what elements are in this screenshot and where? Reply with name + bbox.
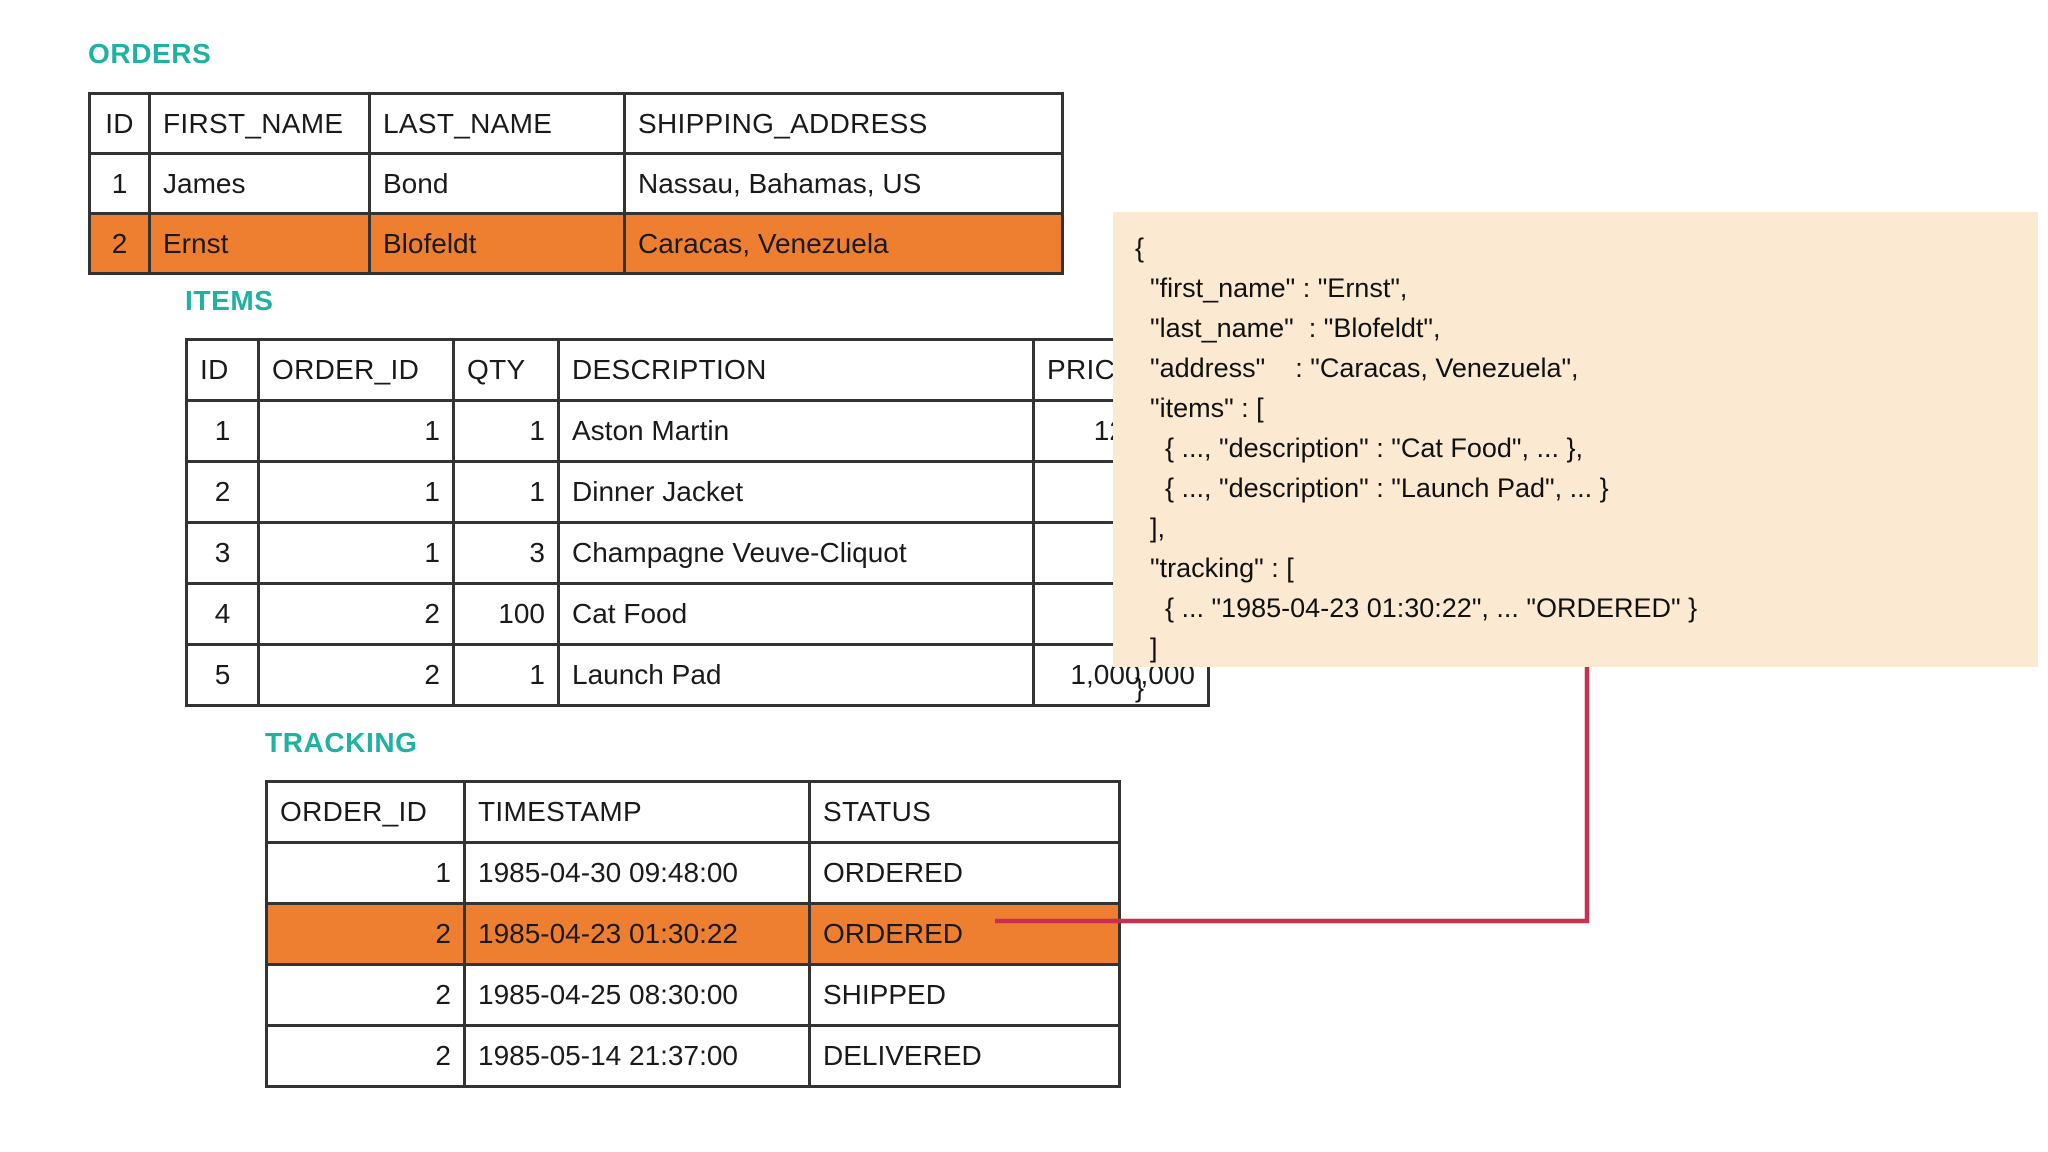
cell-order-id: 1 bbox=[257, 460, 455, 524]
cell-order-id: 1 bbox=[265, 841, 466, 905]
cell-status: SHIPPED bbox=[808, 963, 1121, 1027]
cell-qty: 1 bbox=[452, 643, 560, 707]
cell-status: ORDERED bbox=[808, 841, 1121, 905]
cell-id: 2 bbox=[88, 212, 151, 275]
orders-table-caption: ORDERS bbox=[88, 38, 212, 69]
cell-qty: 100 bbox=[452, 582, 560, 646]
json-line: { ..., "description" : "Cat Food", ... }… bbox=[1135, 433, 1584, 463]
cell-description: Dinner Jacket bbox=[557, 460, 1035, 524]
orders-table: ID FIRST_NAME LAST_NAME SHIPPING_ADDRESS… bbox=[88, 92, 1064, 275]
table-row: 5 2 1 Launch Pad 1,000,000 bbox=[185, 643, 1210, 707]
cell-timestamp: 1985-04-30 09:48:00 bbox=[463, 841, 811, 905]
cell-id: 2 bbox=[185, 460, 260, 524]
json-line: { ... "1985-04-23 01:30:22", ... "ORDERE… bbox=[1135, 593, 1698, 623]
json-line: ] bbox=[1135, 633, 1158, 663]
json-line: "last_name" : "Blofeldt", bbox=[1135, 313, 1441, 343]
json-line: "first_name" : "Ernst", bbox=[1135, 273, 1408, 303]
cell-order-id: 2 bbox=[265, 1024, 466, 1088]
cell-status: ORDERED bbox=[808, 902, 1121, 966]
orders-col-first-name: FIRST_NAME bbox=[148, 92, 371, 155]
cell-address: Caracas, Venezuela bbox=[623, 212, 1064, 275]
cell-description: Launch Pad bbox=[557, 643, 1035, 707]
cell-id: 1 bbox=[88, 152, 151, 215]
cell-qty: 1 bbox=[452, 399, 560, 463]
items-col-description: DESCRIPTION bbox=[557, 338, 1035, 402]
cell-description: Champagne Veuve-Cliquot bbox=[557, 521, 1035, 585]
tracking-table: ORDER_ID TIMESTAMP STATUS 1 1985-04-30 0… bbox=[265, 780, 1121, 1088]
orders-col-shipping: SHIPPING_ADDRESS bbox=[623, 92, 1064, 155]
table-row: 3 1 3 Champagne Veuve-Cliquot 150 bbox=[185, 521, 1210, 585]
cell-order-id: 1 bbox=[257, 399, 455, 463]
table-row-highlighted: 2 Ernst Blofeldt Caracas, Venezuela bbox=[88, 212, 1064, 275]
table-row: 1 1 1 Aston Martin 120,000 bbox=[185, 399, 1210, 463]
json-line: "items" : [ bbox=[1135, 393, 1264, 423]
items-col-order-id: ORDER_ID bbox=[257, 338, 455, 402]
cell-first: Ernst bbox=[148, 212, 371, 275]
cell-order-id: 1 bbox=[257, 521, 455, 585]
cell-qty: 3 bbox=[452, 521, 560, 585]
table-row: 2 1985-04-25 08:30:00 SHIPPED bbox=[265, 963, 1121, 1027]
cell-address: Nassau, Bahamas, US bbox=[623, 152, 1064, 215]
table-row: 2 1985-05-14 21:37:00 DELIVERED bbox=[265, 1024, 1121, 1088]
table-row: 2 1 1 Dinner Jacket 4,000 bbox=[185, 460, 1210, 524]
items-col-id: ID bbox=[185, 338, 260, 402]
cell-timestamp: 1985-04-25 08:30:00 bbox=[463, 963, 811, 1027]
json-line: } bbox=[1135, 673, 1145, 703]
cell-order-id: 2 bbox=[265, 902, 466, 966]
cell-timestamp: 1985-05-14 21:37:00 bbox=[463, 1024, 811, 1088]
cell-timestamp: 1985-04-23 01:30:22 bbox=[463, 902, 811, 966]
json-line: "address" : "Caracas, Venezuela", bbox=[1135, 353, 1579, 383]
table-row-highlighted: 2 1985-04-23 01:30:22 ORDERED bbox=[265, 902, 1121, 966]
tracking-table-caption: TRACKING bbox=[265, 727, 418, 758]
cell-id: 5 bbox=[185, 643, 260, 707]
orders-header-row: ID FIRST_NAME LAST_NAME SHIPPING_ADDRESS bbox=[88, 92, 1064, 155]
orders-col-id: ID bbox=[88, 92, 151, 155]
cell-id: 1 bbox=[185, 399, 260, 463]
json-line: ], bbox=[1135, 513, 1166, 543]
cell-last: Bond bbox=[368, 152, 626, 215]
cell-order-id: 2 bbox=[257, 643, 455, 707]
items-col-qty: QTY bbox=[452, 338, 560, 402]
cell-status: DELIVERED bbox=[808, 1024, 1121, 1088]
json-line: "tracking" : [ bbox=[1135, 553, 1294, 583]
cell-description: Aston Martin bbox=[557, 399, 1035, 463]
table-row: 4 2 100 Cat Food 2 bbox=[185, 582, 1210, 646]
table-row: 1 1985-04-30 09:48:00 ORDERED bbox=[265, 841, 1121, 905]
cell-qty: 1 bbox=[452, 460, 560, 524]
table-row: 1 James Bond Nassau, Bahamas, US bbox=[88, 152, 1064, 215]
items-table: ID ORDER_ID QTY DESCRIPTION PRICE 1 1 1 … bbox=[185, 338, 1210, 707]
cell-last: Blofeldt bbox=[368, 212, 626, 275]
orders-col-last-name: LAST_NAME bbox=[368, 92, 626, 155]
tracking-col-status: STATUS bbox=[808, 780, 1121, 844]
tracking-header-row: ORDER_ID TIMESTAMP STATUS bbox=[265, 780, 1121, 844]
cell-order-id: 2 bbox=[265, 963, 466, 1027]
cell-id: 3 bbox=[185, 521, 260, 585]
cell-first: James bbox=[148, 152, 371, 215]
json-line: { bbox=[1135, 233, 1145, 263]
items-header-row: ID ORDER_ID QTY DESCRIPTION PRICE bbox=[185, 338, 1210, 402]
cell-description: Cat Food bbox=[557, 582, 1035, 646]
items-table-caption: ITEMS bbox=[185, 285, 274, 316]
tracking-col-order-id: ORDER_ID bbox=[265, 780, 466, 844]
tracking-col-timestamp: TIMESTAMP bbox=[463, 780, 811, 844]
json-line: { ..., "description" : "Launch Pad", ...… bbox=[1135, 473, 1609, 503]
cell-id: 4 bbox=[185, 582, 260, 646]
cell-order-id: 2 bbox=[257, 582, 455, 646]
json-callout-box: { "first_name" : "Ernst", "last_name" : … bbox=[1113, 212, 2038, 703]
